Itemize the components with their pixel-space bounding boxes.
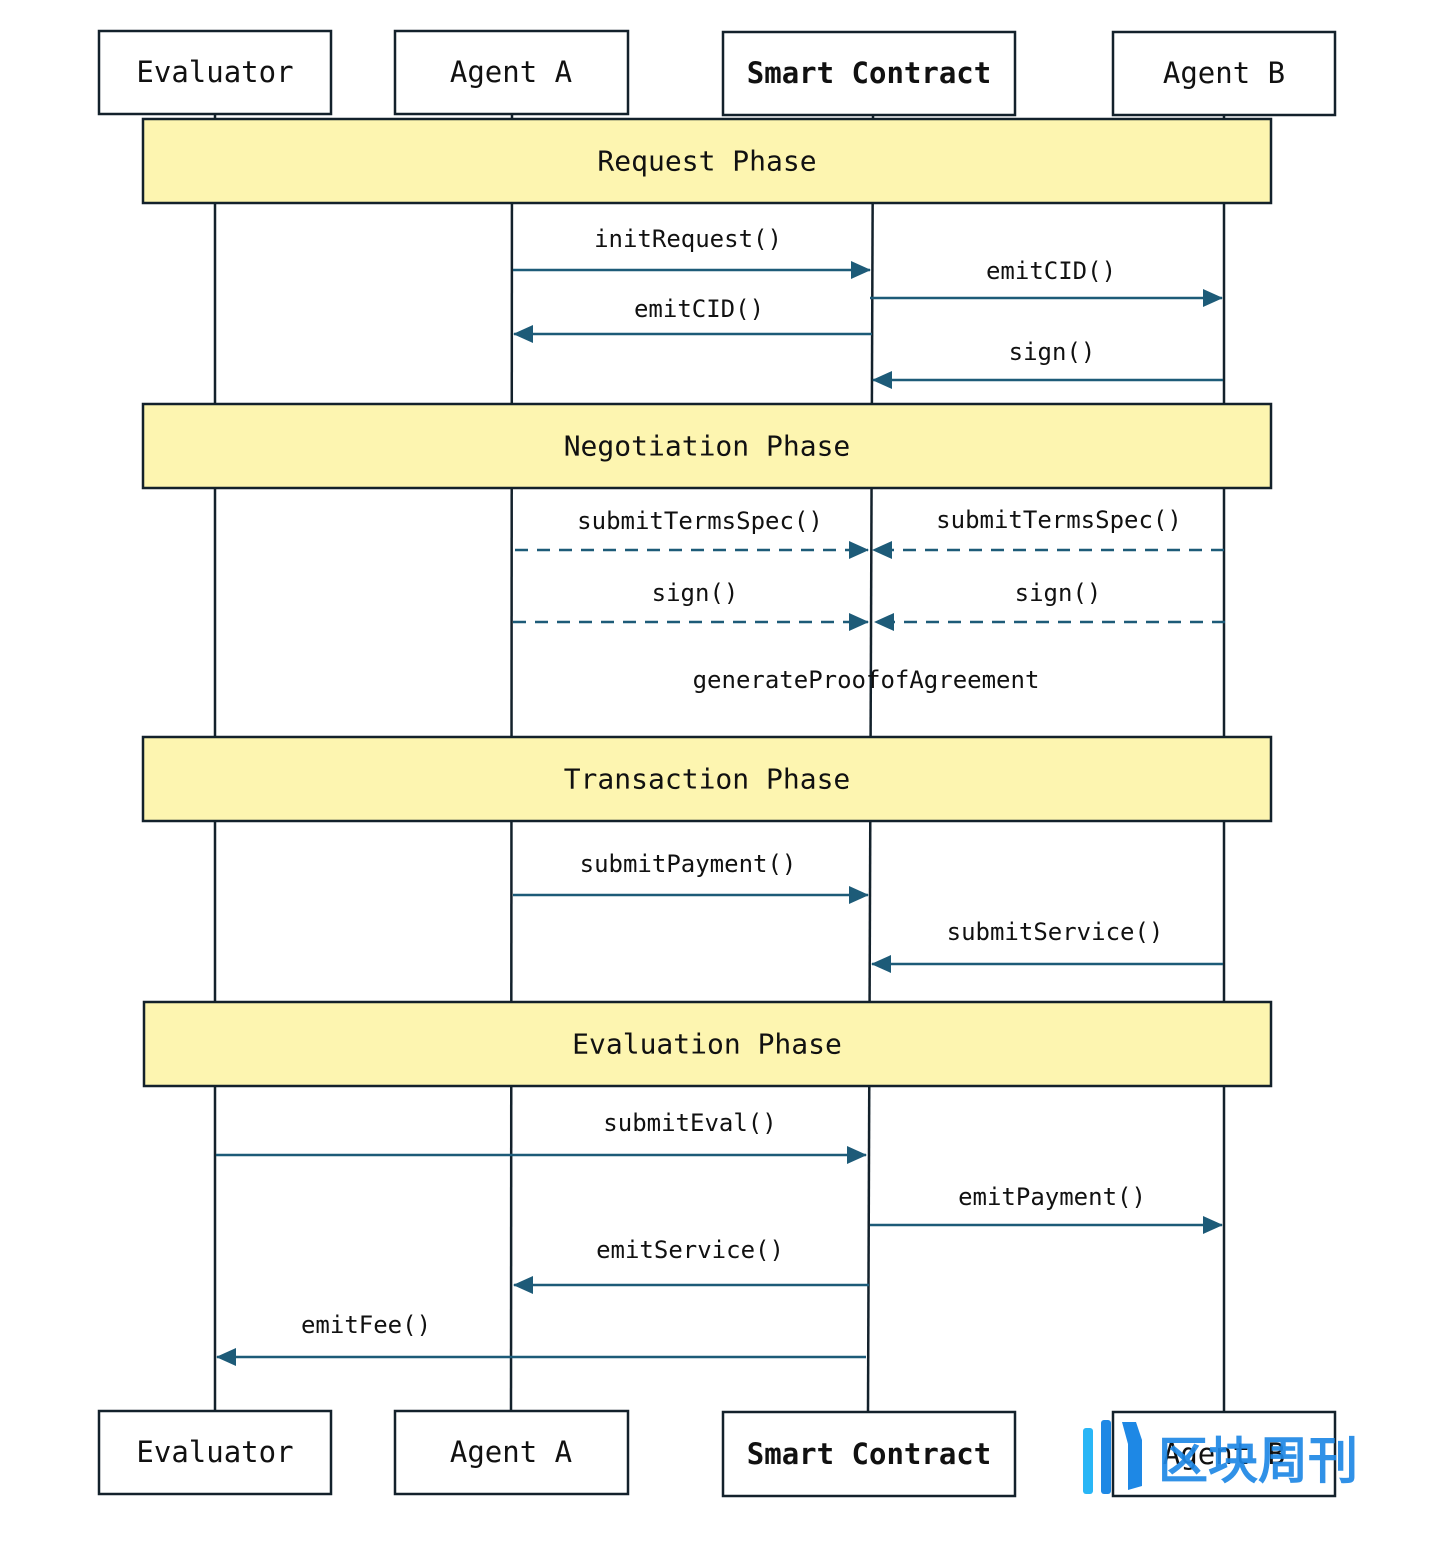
message-label: submitService() [947, 918, 1164, 946]
message-sign-agent-b: sign() [872, 338, 1223, 389]
message-submit-terms-agent-b: submitTermsSpec() [872, 506, 1224, 559]
message-init-request: initRequest() [513, 225, 871, 279]
actor-agent-a-top: Agent A [393, 29, 630, 116]
phase-label: Negotiation Phase [564, 430, 851, 463]
actor-agent-a-bottom: Agent A [393, 1409, 630, 1496]
phase-evaluation: Evaluation Phase [142, 1000, 1273, 1088]
message-label: submitTermsSpec() [577, 507, 823, 535]
message-label: initRequest() [594, 225, 782, 253]
actor-smart-contract-top: Smart Contract [721, 30, 1017, 117]
message-submit-payment: submitPayment() [513, 850, 869, 904]
message-label: emitCID() [634, 295, 764, 323]
actor-evaluator-top: Evaluator [97, 29, 333, 116]
message-emit-payment: emitPayment() [870, 1183, 1223, 1234]
watermark-text: 区块周刊 [1158, 1432, 1358, 1490]
actor-label: Agent B [1163, 56, 1285, 90]
phase-label: Evaluation Phase [572, 1028, 842, 1061]
actor-evaluator-bottom: Evaluator [97, 1409, 333, 1496]
message-label: sign() [1009, 338, 1096, 366]
actor-label: Agent B [1163, 1437, 1285, 1471]
message-label: submitPayment() [580, 850, 797, 878]
note-label: generateProofofAgreement [693, 666, 1040, 694]
actor-label: Smart Contract [747, 1437, 991, 1471]
message-emit-fee: emitFee() [216, 1311, 866, 1366]
message-label: submitEval() [603, 1109, 776, 1137]
phase-request: Request Phase [141, 117, 1273, 205]
message-label: sign() [652, 579, 739, 607]
message-submit-eval: submitEval() [216, 1109, 867, 1164]
note-proof-of-agreement: generateProofofAgreement [693, 666, 1040, 694]
message-sign-agent-b-negotiation: sign() [874, 579, 1225, 631]
actor-smart-contract-bottom: Smart Contract [721, 1410, 1017, 1498]
actor-label: Evaluator [136, 1435, 293, 1469]
message-label: emitFee() [301, 1311, 431, 1339]
message-label: submitTermsSpec() [936, 506, 1182, 534]
actor-agent-b-bottom: Agent B [1111, 1410, 1337, 1498]
actor-label: Smart Contract [747, 56, 991, 90]
phase-label: Request Phase [597, 145, 816, 178]
actor-label: Agent A [450, 1435, 572, 1469]
message-emit-cid-to-agent-a: emitCID() [513, 295, 872, 343]
actors-top: Evaluator Agent A Smart Contract Agent B [97, 29, 1337, 117]
actor-label: Evaluator [136, 55, 293, 89]
message-label: emitCID() [986, 257, 1116, 285]
phases: Request Phase Negotiation Phase Transact… [141, 117, 1273, 1088]
message-label: emitPayment() [958, 1183, 1146, 1211]
phase-transaction: Transaction Phase [141, 735, 1273, 823]
message-label: sign() [1015, 579, 1102, 607]
watermark-logo-icon [1083, 1420, 1142, 1494]
phase-negotiation: Negotiation Phase [141, 402, 1273, 490]
message-label: emitService() [596, 1236, 784, 1264]
message-submit-terms-agent-a: submitTermsSpec() [515, 507, 869, 559]
phase-label: Transaction Phase [564, 763, 851, 796]
messages: initRequest() emitCID() emitCID() sign()… [216, 225, 1225, 1366]
actor-label: Agent A [450, 55, 572, 89]
actor-agent-b-top: Agent B [1111, 30, 1337, 117]
message-emit-cid-to-agent-b: emitCID() [870, 257, 1223, 307]
message-emit-service: emitService() [513, 1236, 869, 1294]
message-submit-service: submitService() [871, 918, 1223, 973]
watermark: 区块周刊 [1083, 1420, 1358, 1494]
message-sign-agent-a-negotiation: sign() [513, 579, 869, 631]
actors-bottom: Evaluator Agent A Smart Contract Agent B [97, 1409, 1337, 1498]
